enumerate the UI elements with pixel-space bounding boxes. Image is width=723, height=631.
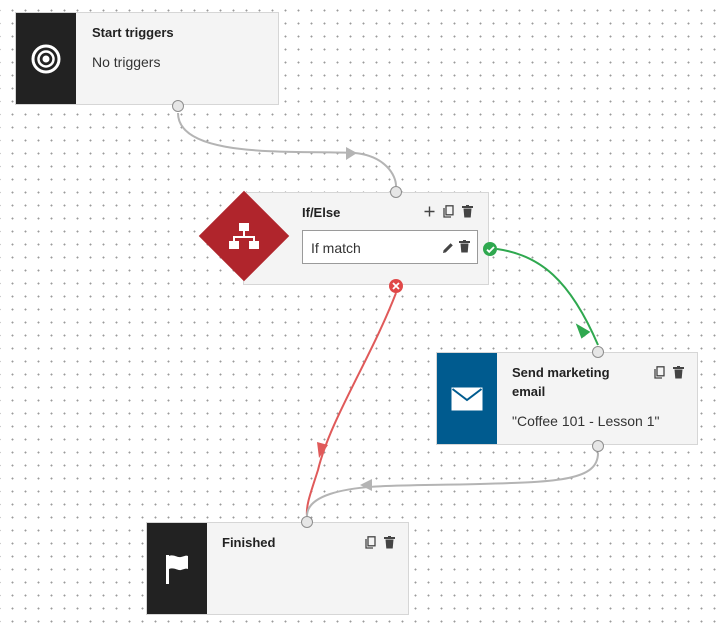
connector-email-to-finished[interactable]: [306, 452, 599, 517]
node-title: Send marketing email: [512, 365, 610, 399]
connector-arrow-no: [317, 442, 328, 458]
send-marketing-email-node[interactable]: Send marketing email "Coffee 101 - Lesso…: [436, 352, 698, 445]
copy-icon[interactable]: [653, 366, 665, 379]
node-subtitle: No triggers: [92, 54, 161, 70]
add-icon[interactable]: [423, 205, 435, 218]
connector-start-to-ifelse[interactable]: [177, 112, 397, 187]
yes-branch-port[interactable]: [483, 242, 497, 256]
connector-yes-to-email[interactable]: [496, 248, 599, 346]
connector-arrow-email: [360, 479, 372, 491]
no-branch-port[interactable]: [389, 279, 403, 293]
copy-icon[interactable]: [442, 205, 454, 218]
node-subtitle: "Coffee 101 - Lesson 1": [512, 413, 660, 429]
connector-arrow-yes: [575, 323, 591, 339]
if-else-input-port[interactable]: [390, 186, 402, 198]
start-triggers-node[interactable]: Start triggers No triggers: [15, 12, 279, 105]
close-icon: [392, 282, 400, 290]
finished-actions: [364, 536, 395, 549]
flowchart-icon: [229, 223, 259, 249]
trash-icon[interactable]: [672, 366, 684, 379]
if-match-condition[interactable]: If match: [302, 230, 478, 264]
if-else-actions: [423, 205, 473, 218]
target-icon: [31, 44, 61, 73]
start-triggers-tile: [16, 13, 76, 104]
check-icon: [485, 245, 495, 253]
send-email-input-port[interactable]: [592, 346, 604, 358]
connector-arrow-start: [346, 147, 357, 160]
node-title: Finished: [222, 535, 276, 550]
trash-icon[interactable]: [458, 240, 470, 253]
node-title: If/Else: [302, 205, 341, 220]
flag-icon: [166, 554, 188, 584]
envelope-icon: [451, 387, 483, 410]
finished-node[interactable]: Finished: [146, 522, 409, 615]
trash-icon[interactable]: [461, 205, 473, 218]
finished-input-port[interactable]: [301, 516, 313, 528]
node-title: Start triggers: [92, 25, 174, 40]
finished-tile: [147, 523, 207, 614]
connector-no-to-finished[interactable]: [305, 292, 397, 517]
start-output-port[interactable]: [172, 100, 184, 112]
send-email-actions: [653, 366, 684, 379]
trash-icon[interactable]: [383, 536, 395, 549]
pencil-icon[interactable]: [442, 241, 454, 254]
send-email-tile: [437, 353, 497, 444]
copy-icon[interactable]: [364, 536, 376, 549]
send-email-output-port[interactable]: [592, 440, 604, 452]
condition-label: If match: [311, 240, 361, 256]
